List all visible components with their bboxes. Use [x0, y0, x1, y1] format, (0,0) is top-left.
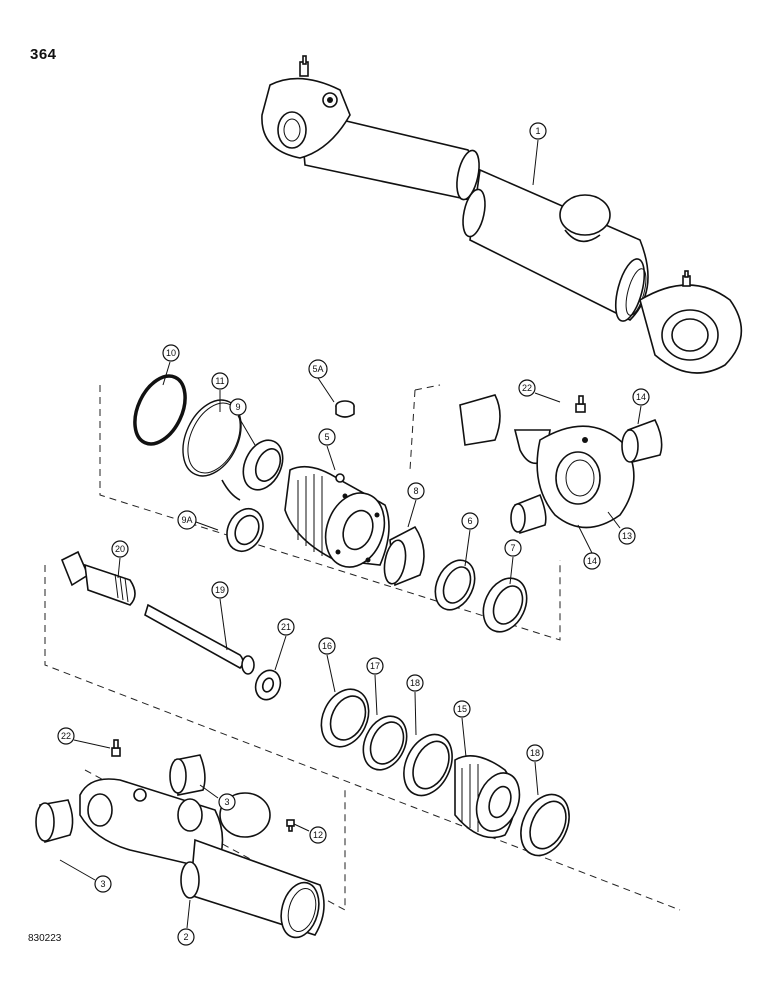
svg-text:10: 10 — [166, 348, 176, 358]
svg-text:14: 14 — [587, 556, 597, 566]
callout-13: 13 — [618, 527, 636, 545]
svg-text:14: 14 — [636, 392, 646, 402]
svg-text:15: 15 — [457, 704, 467, 714]
rod-eye-13 — [459, 394, 635, 529]
bushing-3a — [169, 754, 206, 796]
ring-17 — [362, 715, 408, 771]
grease-fitting-22a — [575, 395, 586, 413]
svg-text:22: 22 — [522, 383, 532, 393]
grease-fitting-22b — [111, 739, 121, 757]
dashed-boundary-gland — [99, 385, 561, 641]
callout-9: 9 — [229, 398, 247, 416]
ring-16 — [320, 688, 370, 748]
seal-7 — [482, 577, 528, 633]
bolt-20 — [60, 550, 136, 606]
callout-1: 1 — [529, 122, 547, 140]
svg-text:2: 2 — [183, 932, 188, 942]
barrel-2 — [79, 778, 325, 939]
o-ring-10 — [133, 374, 187, 446]
callout-3b: 3 — [94, 875, 112, 893]
bushing-14b — [510, 493, 547, 535]
callout-19: 19 — [211, 581, 229, 599]
ring-9a — [226, 508, 264, 552]
svg-text:3: 3 — [224, 797, 229, 807]
callout-22a: 22 — [518, 379, 536, 397]
callout-2: 2 — [177, 928, 195, 946]
svg-text:11: 11 — [215, 376, 224, 386]
ring-18a — [403, 733, 453, 797]
callout-18a: 18 — [406, 674, 424, 692]
svg-text:17: 17 — [370, 661, 380, 671]
plug-5a — [335, 400, 355, 418]
bushing-8 — [383, 525, 425, 587]
svg-text:12: 12 — [313, 830, 323, 840]
svg-text:13: 13 — [622, 531, 632, 541]
tie-rod-19 — [144, 603, 255, 675]
callout-17: 17 — [366, 657, 384, 675]
callout-21: 21 — [277, 618, 295, 636]
svg-text:5A: 5A — [312, 364, 323, 374]
callouts: 1 10 11 9 5A 5 9A 8 6 7 22 14 14 13 20 1… — [57, 122, 650, 946]
callout-7: 7 — [504, 539, 522, 557]
callout-20: 20 — [111, 540, 129, 558]
cylinder-assembly — [261, 55, 743, 374]
piston-15 — [454, 754, 521, 839]
svg-text:6: 6 — [467, 516, 472, 526]
svg-text:22: 22 — [61, 731, 71, 741]
callout-18b: 18 — [526, 744, 544, 762]
svg-text:18: 18 — [410, 678, 420, 688]
callout-9a: 9A — [177, 510, 197, 530]
dashed-boundary-rodeye — [409, 384, 441, 471]
figure-id: 830223 — [28, 933, 62, 944]
page-number: 364 — [30, 46, 57, 63]
svg-text:16: 16 — [322, 641, 332, 651]
svg-text:18: 18 — [530, 748, 540, 758]
svg-text:19: 19 — [215, 585, 225, 595]
dashed-boundary-piston — [44, 565, 681, 911]
callout-10: 10 — [162, 344, 180, 362]
svg-text:9A: 9A — [181, 515, 192, 525]
wiper-seal-9 — [221, 439, 284, 501]
svg-text:1: 1 — [535, 126, 540, 136]
callout-3a: 3 — [218, 793, 236, 811]
svg-text:5: 5 — [324, 432, 329, 442]
callout-6: 6 — [461, 512, 479, 530]
callout-5: 5 — [318, 428, 336, 446]
callout-11: 11 — [211, 372, 229, 390]
svg-text:9: 9 — [235, 402, 240, 412]
svg-text:7: 7 — [510, 543, 515, 553]
bushing-3b — [35, 799, 74, 844]
svg-text:8: 8 — [413, 486, 418, 496]
callout-14b: 14 — [583, 552, 601, 570]
svg-text:21: 21 — [281, 622, 291, 632]
callout-leaders — [59, 139, 642, 929]
svg-text:20: 20 — [115, 544, 125, 554]
bushing-14a — [621, 419, 663, 463]
callout-22b: 22 — [57, 727, 75, 745]
svg-text:3: 3 — [100, 879, 105, 889]
callout-14a: 14 — [632, 388, 650, 406]
gland-5 — [284, 465, 390, 568]
screw-12 — [286, 819, 295, 832]
callout-12: 12 — [309, 826, 327, 844]
backup-ring-11 — [182, 399, 242, 477]
callout-16: 16 — [318, 637, 336, 655]
seal-6 — [434, 559, 476, 611]
callout-8: 8 — [407, 482, 425, 500]
callout-5a: 5A — [308, 359, 328, 379]
ring-18b — [520, 793, 570, 857]
washer-21 — [254, 669, 282, 701]
callout-15: 15 — [453, 700, 471, 718]
